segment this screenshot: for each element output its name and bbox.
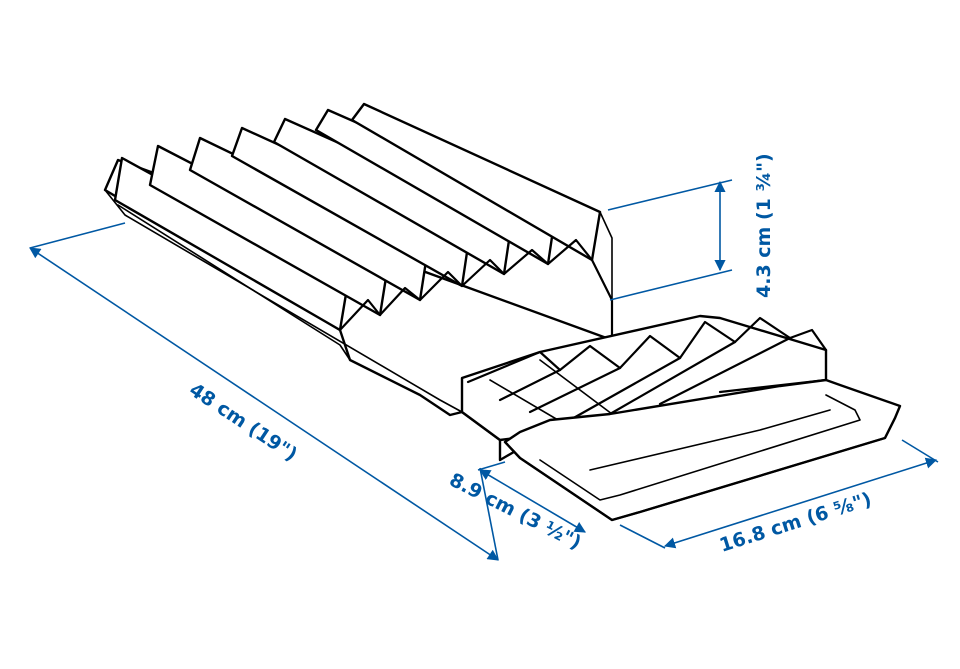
small-tray <box>503 378 902 522</box>
height-extension-top <box>607 179 733 211</box>
length-label: 48 cm (19") <box>185 379 301 466</box>
small-tray-rim <box>503 416 897 522</box>
height-label: 4.3 cm (1 ¾") <box>753 153 775 298</box>
tray-width-extension-left <box>619 524 666 549</box>
ridge-back-slope <box>363 103 613 301</box>
length-dimension-line <box>29 247 499 561</box>
height-extension-bottom <box>609 269 733 301</box>
tray-width-extension-right <box>901 439 939 463</box>
tray-depth-extension <box>477 461 506 471</box>
length-extension-line <box>29 222 126 249</box>
front-ridge-valleys <box>498 336 828 422</box>
small-tray-inner-floor <box>539 394 861 501</box>
tray-width-dimension-line <box>663 457 938 549</box>
tray-depth-dimension-line <box>479 469 586 533</box>
small-tray-inner-back <box>589 409 831 471</box>
knife-tray-illustration <box>103 102 902 522</box>
knife-slot-ridges <box>113 102 614 342</box>
